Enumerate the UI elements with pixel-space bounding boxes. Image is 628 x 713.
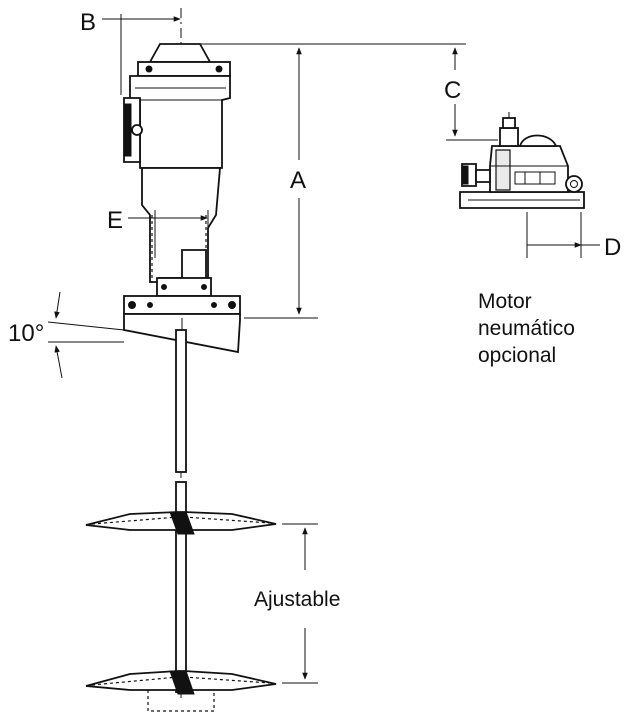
mounting-flange xyxy=(123,295,241,315)
air-motor-drawing xyxy=(459,112,585,209)
dimension-angle: 10° xyxy=(8,291,125,379)
label-e: E xyxy=(107,207,123,234)
dimension-d: D xyxy=(526,212,621,261)
motor-housing xyxy=(129,75,231,169)
note-line-1: Motor xyxy=(478,290,532,313)
stabilizer-ring xyxy=(147,690,215,712)
flange-bolt-left xyxy=(128,301,136,309)
lower-impeller xyxy=(85,670,277,695)
air-motor-regulator xyxy=(499,127,519,147)
label-adjustable: Ajustable xyxy=(254,588,340,611)
conduit-box-shadow xyxy=(123,103,132,157)
air-motor-dome xyxy=(518,134,558,147)
dimension-adjustable: Ajustable xyxy=(254,523,340,684)
label-a: A xyxy=(290,167,306,194)
motor-top-cap xyxy=(148,43,212,63)
upper-shaft xyxy=(175,329,187,473)
dimension-b: B xyxy=(80,9,181,95)
note-line-3: opcional xyxy=(478,344,556,367)
label-d: D xyxy=(604,234,621,261)
air-motor-eyebolt xyxy=(565,175,583,193)
flange-bolt-right xyxy=(228,301,236,309)
dimension-c: C xyxy=(444,47,498,141)
mixer-assembly xyxy=(85,8,277,712)
label-b: B xyxy=(80,9,96,36)
top-bolt-right xyxy=(215,65,223,73)
label-c: C xyxy=(444,77,461,104)
conduit-box-screw xyxy=(131,124,143,136)
dimension-a: A xyxy=(200,43,466,319)
dimension-e: E xyxy=(107,207,209,258)
label-angle: 10° xyxy=(8,320,44,347)
upper-impeller xyxy=(85,511,277,535)
top-bolt-left xyxy=(145,65,153,73)
note-line-2: neumático xyxy=(478,317,575,340)
optional-air-motor-note: Motor neumático opcional xyxy=(478,290,575,367)
